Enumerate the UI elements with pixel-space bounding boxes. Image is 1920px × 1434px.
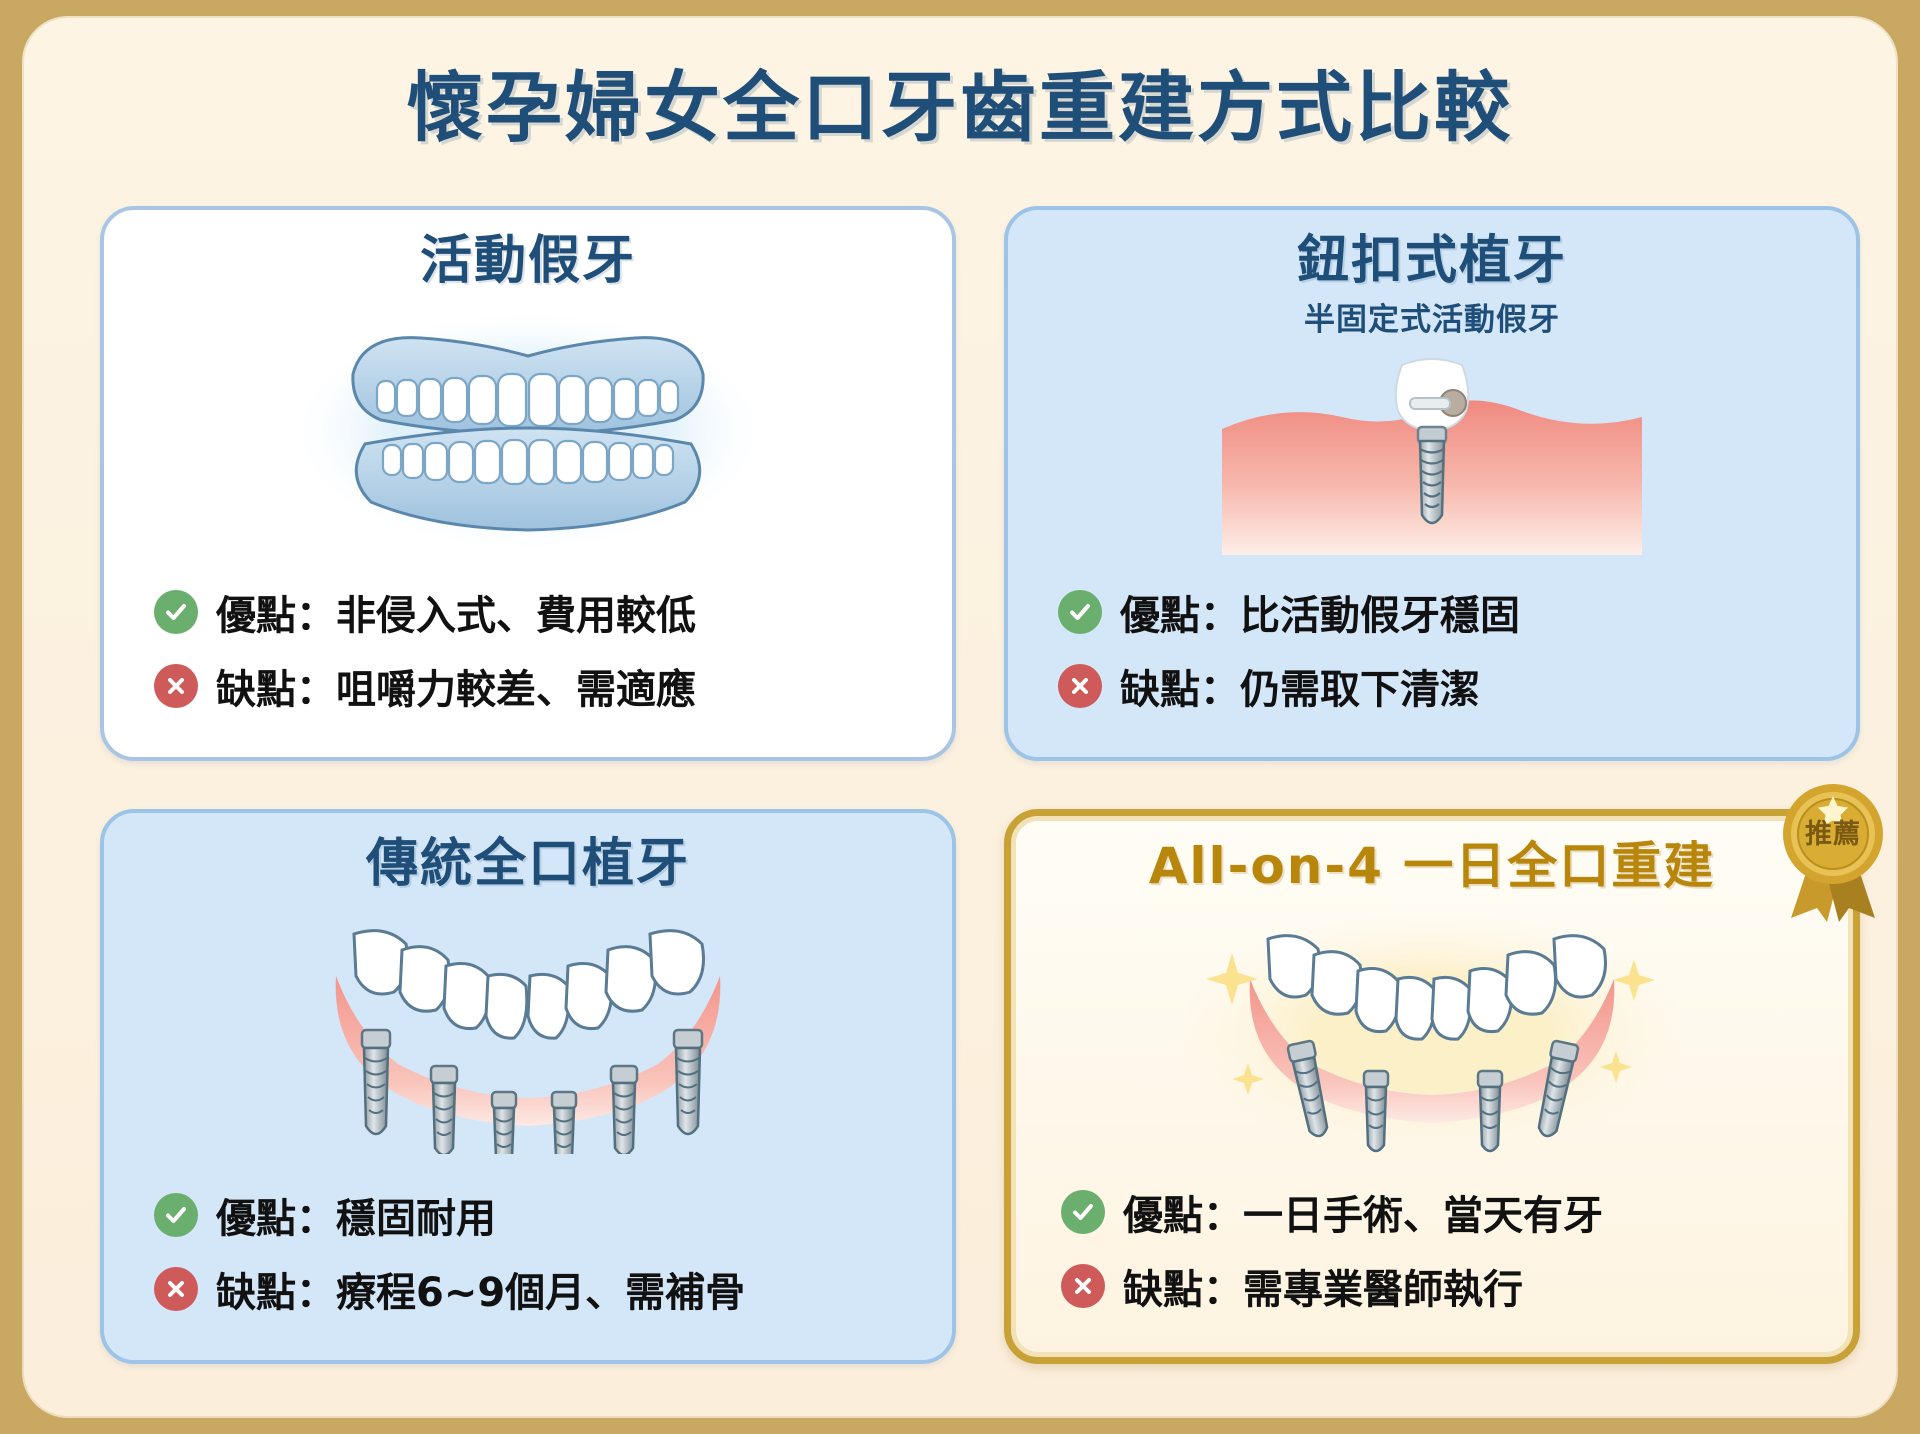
con-bullet: 缺點：仍需取下清潔 <box>1058 657 1830 715</box>
cross-circle-icon <box>1058 664 1102 708</box>
page-title: 懷孕婦女全口牙齒重建方式比較 <box>407 63 1513 152</box>
full-arch-implants-icon <box>130 893 926 1174</box>
full-denture-icon <box>130 290 926 571</box>
infographic-board: 懷孕婦女全口牙齒重建方式比較 活動假牙 <box>22 16 1898 1418</box>
cross-circle-icon <box>1061 1264 1105 1308</box>
pro-bullet: 優點：非侵入式、費用較低 <box>154 583 926 641</box>
card-all-on-4[interactable]: 推薦 All-on-4 一日全口重建 <box>1004 784 1883 1364</box>
check-circle-icon <box>154 590 198 634</box>
pro-text: 優點：非侵入式、費用較低 <box>216 593 696 639</box>
pro-bullet: 優點：比活動假牙穩固 <box>1058 583 1830 641</box>
pro-text: 優點：比活動假牙穩固 <box>1120 593 1520 639</box>
comparison-grid: 活動假牙 <box>100 206 1883 1396</box>
card-title: 傳統全口植牙 <box>365 834 690 894</box>
pro-text: 優點：一日手術、當天有牙 <box>1123 1193 1603 1239</box>
con-bullet: 缺點：需專業醫師執行 <box>1061 1257 1827 1315</box>
bullet-list: 優點：一日手術、當天有牙 缺點：需專業醫師執行 <box>1037 1173 1827 1337</box>
con-bullet: 缺點：療程6~9個月、需補骨 <box>154 1260 926 1318</box>
cross-circle-icon <box>154 664 198 708</box>
bullet-list: 優點：穩固耐用 缺點：療程6~9個月、需補骨 <box>130 1176 926 1340</box>
single-implant-icon <box>1034 339 1830 571</box>
pro-bullet: 優點：穩固耐用 <box>154 1186 926 1244</box>
card-title: 活動假牙 <box>419 231 636 291</box>
check-circle-icon <box>1061 1190 1105 1234</box>
check-circle-icon <box>1058 590 1102 634</box>
con-bullet: 缺點：咀嚼力較差、需適應 <box>154 657 926 715</box>
card-subtitle: 半固定式活動假牙 <box>1304 302 1560 339</box>
con-text: 缺點：需專業醫師執行 <box>1123 1267 1523 1313</box>
badge-label: 推薦 <box>1805 819 1861 850</box>
con-text: 缺點：咀嚼力較差、需適應 <box>216 667 696 713</box>
cross-circle-icon <box>154 1267 198 1311</box>
con-text: 缺點：療程6~9個月、需補骨 <box>216 1270 746 1316</box>
bullet-list: 優點：非侵入式、費用較低 缺點：咀嚼力較差、需適應 <box>130 573 926 737</box>
bullet-list: 優點：比活動假牙穩固 缺點：仍需取下清潔 <box>1034 573 1830 737</box>
card-removable-denture[interactable]: 活動假牙 <box>100 206 956 761</box>
all-on-four-icon <box>1037 894 1827 1171</box>
card-title: All-on-4 一日全口重建 <box>1148 837 1716 895</box>
card-title: 鈕扣式植牙 <box>1296 231 1567 291</box>
pro-text: 優點：穩固耐用 <box>216 1196 496 1242</box>
con-text: 缺點：仍需取下清潔 <box>1120 667 1480 713</box>
recommended-badge: 推薦 <box>1769 772 1897 922</box>
pro-bullet: 優點：一日手術、當天有牙 <box>1061 1183 1827 1241</box>
card-conventional-full-implant[interactable]: 傳統全口植牙 <box>100 809 956 1364</box>
check-circle-icon <box>154 1193 198 1237</box>
card-locator-overdenture[interactable]: 鈕扣式植牙 半固定式活動假牙 <box>1004 206 1860 761</box>
